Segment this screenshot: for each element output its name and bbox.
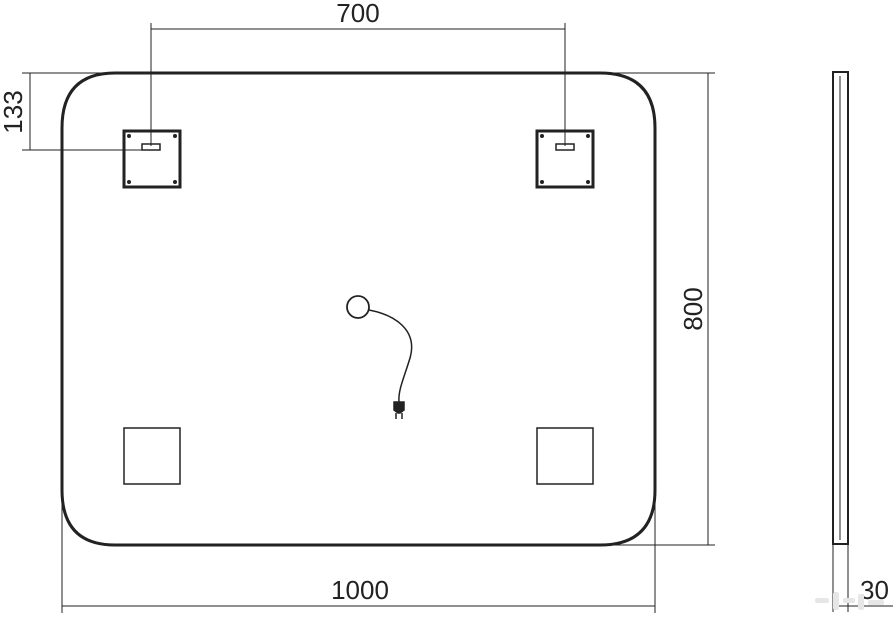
label-133: 133 <box>0 90 28 133</box>
pad-bottom-right <box>536 427 594 485</box>
pad-bottom-left <box>123 427 181 485</box>
watermark-logo <box>815 592 884 610</box>
dimension-700 <box>150 23 566 146</box>
label-800: 800 <box>678 287 708 330</box>
dimension-133 <box>22 72 612 151</box>
circular-switch-icon <box>346 295 370 319</box>
power-cable <box>368 309 413 403</box>
dimension-1000 <box>61 500 656 613</box>
label-700: 700 <box>336 0 379 28</box>
mirror-side-profile <box>832 71 849 545</box>
label-1000: 1000 <box>331 575 389 605</box>
power-plug-icon <box>393 401 405 419</box>
bracket-top-left <box>122 129 182 189</box>
